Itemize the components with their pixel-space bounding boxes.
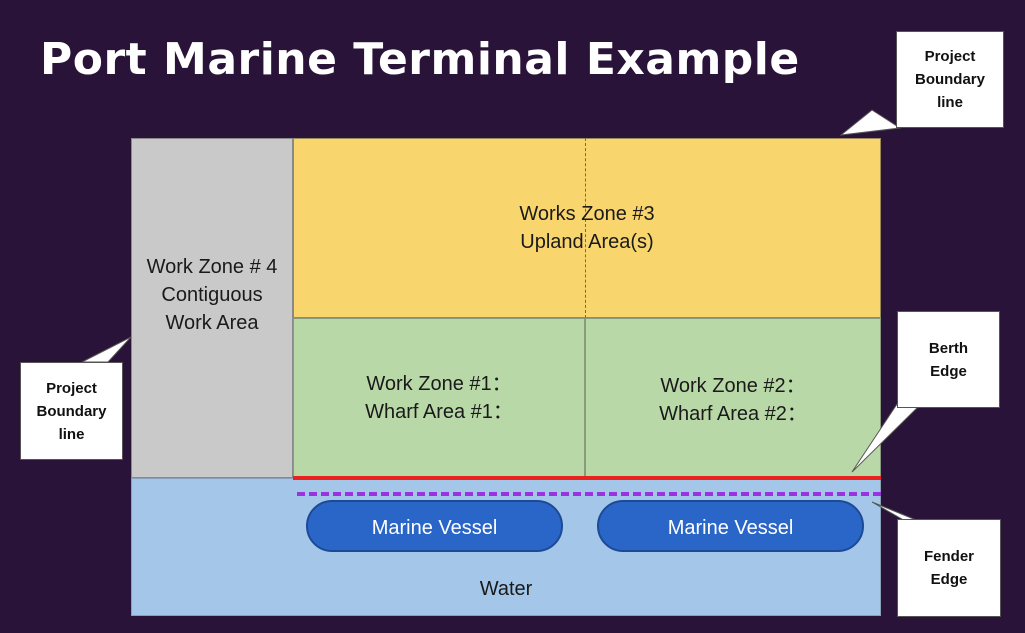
- callout-text: Project: [924, 48, 976, 65]
- zone-3-line-1: Works Zone #3: [519, 203, 655, 225]
- zone-2-label: Work Zone #2： Wharf Area #2：: [585, 372, 881, 428]
- work-zone-2: [585, 318, 881, 478]
- callout-berth-edge: Berth Edge: [897, 311, 1000, 408]
- callout-text: Boundary: [36, 402, 107, 420]
- zone-4-line-3: Work Area: [165, 312, 259, 334]
- pointer-project-boundary-left: [81, 336, 132, 363]
- zone-4-line-1: Work Zone # 4: [146, 256, 278, 278]
- work-zone-4: [131, 138, 293, 478]
- marine-vessel-2: Marine Vessel: [597, 500, 864, 552]
- callout-text: line: [58, 425, 85, 443]
- works-zone-3: [293, 138, 881, 318]
- zone-1-line-1: Work Zone #1：: [366, 373, 512, 395]
- zone-1-line-2: Wharf Area #1：: [365, 401, 513, 423]
- callout-text: Fender: [923, 548, 974, 565]
- marine-vessel-1: Marine Vessel: [306, 500, 563, 552]
- callout-project-boundary-top: Project Boundary line: [896, 31, 1004, 128]
- callout-text: Edge: [930, 571, 968, 588]
- callout-text: Edge: [930, 362, 967, 380]
- callout-fender-edge: Fender Edge: [897, 519, 1001, 617]
- work-zone-1: [293, 318, 585, 478]
- water-label: Water: [479, 578, 533, 600]
- zone-3-line-2: Upland Area(s): [520, 231, 654, 253]
- zone-1-label: Work Zone #1： Wharf Area #1：: [293, 370, 585, 426]
- upland-divider-line: [585, 138, 586, 318]
- callout-text: Boundary: [914, 71, 985, 88]
- page-title: Port Marine Terminal Example: [40, 34, 800, 85]
- zone-2-line-2: Wharf Area #2：: [659, 403, 807, 425]
- zone-4-label: Work Zone # 4 Contiguous Work Area: [131, 253, 293, 337]
- callout-text: line: [937, 94, 963, 111]
- berth-edge-line: [293, 476, 881, 480]
- callout-text: Berth: [928, 339, 969, 357]
- pointer-project-boundary-top: [839, 109, 902, 136]
- zone-4-line-2: Contiguous: [161, 284, 263, 306]
- zone-2-line-1: Work Zone #2：: [660, 375, 806, 397]
- fender-edge-line: [297, 492, 881, 496]
- zone-3-label: Works Zone #3 Upland Area(s): [293, 200, 881, 256]
- callout-project-boundary-left: Project Boundary line: [20, 362, 123, 460]
- callout-text: Project: [46, 379, 97, 397]
